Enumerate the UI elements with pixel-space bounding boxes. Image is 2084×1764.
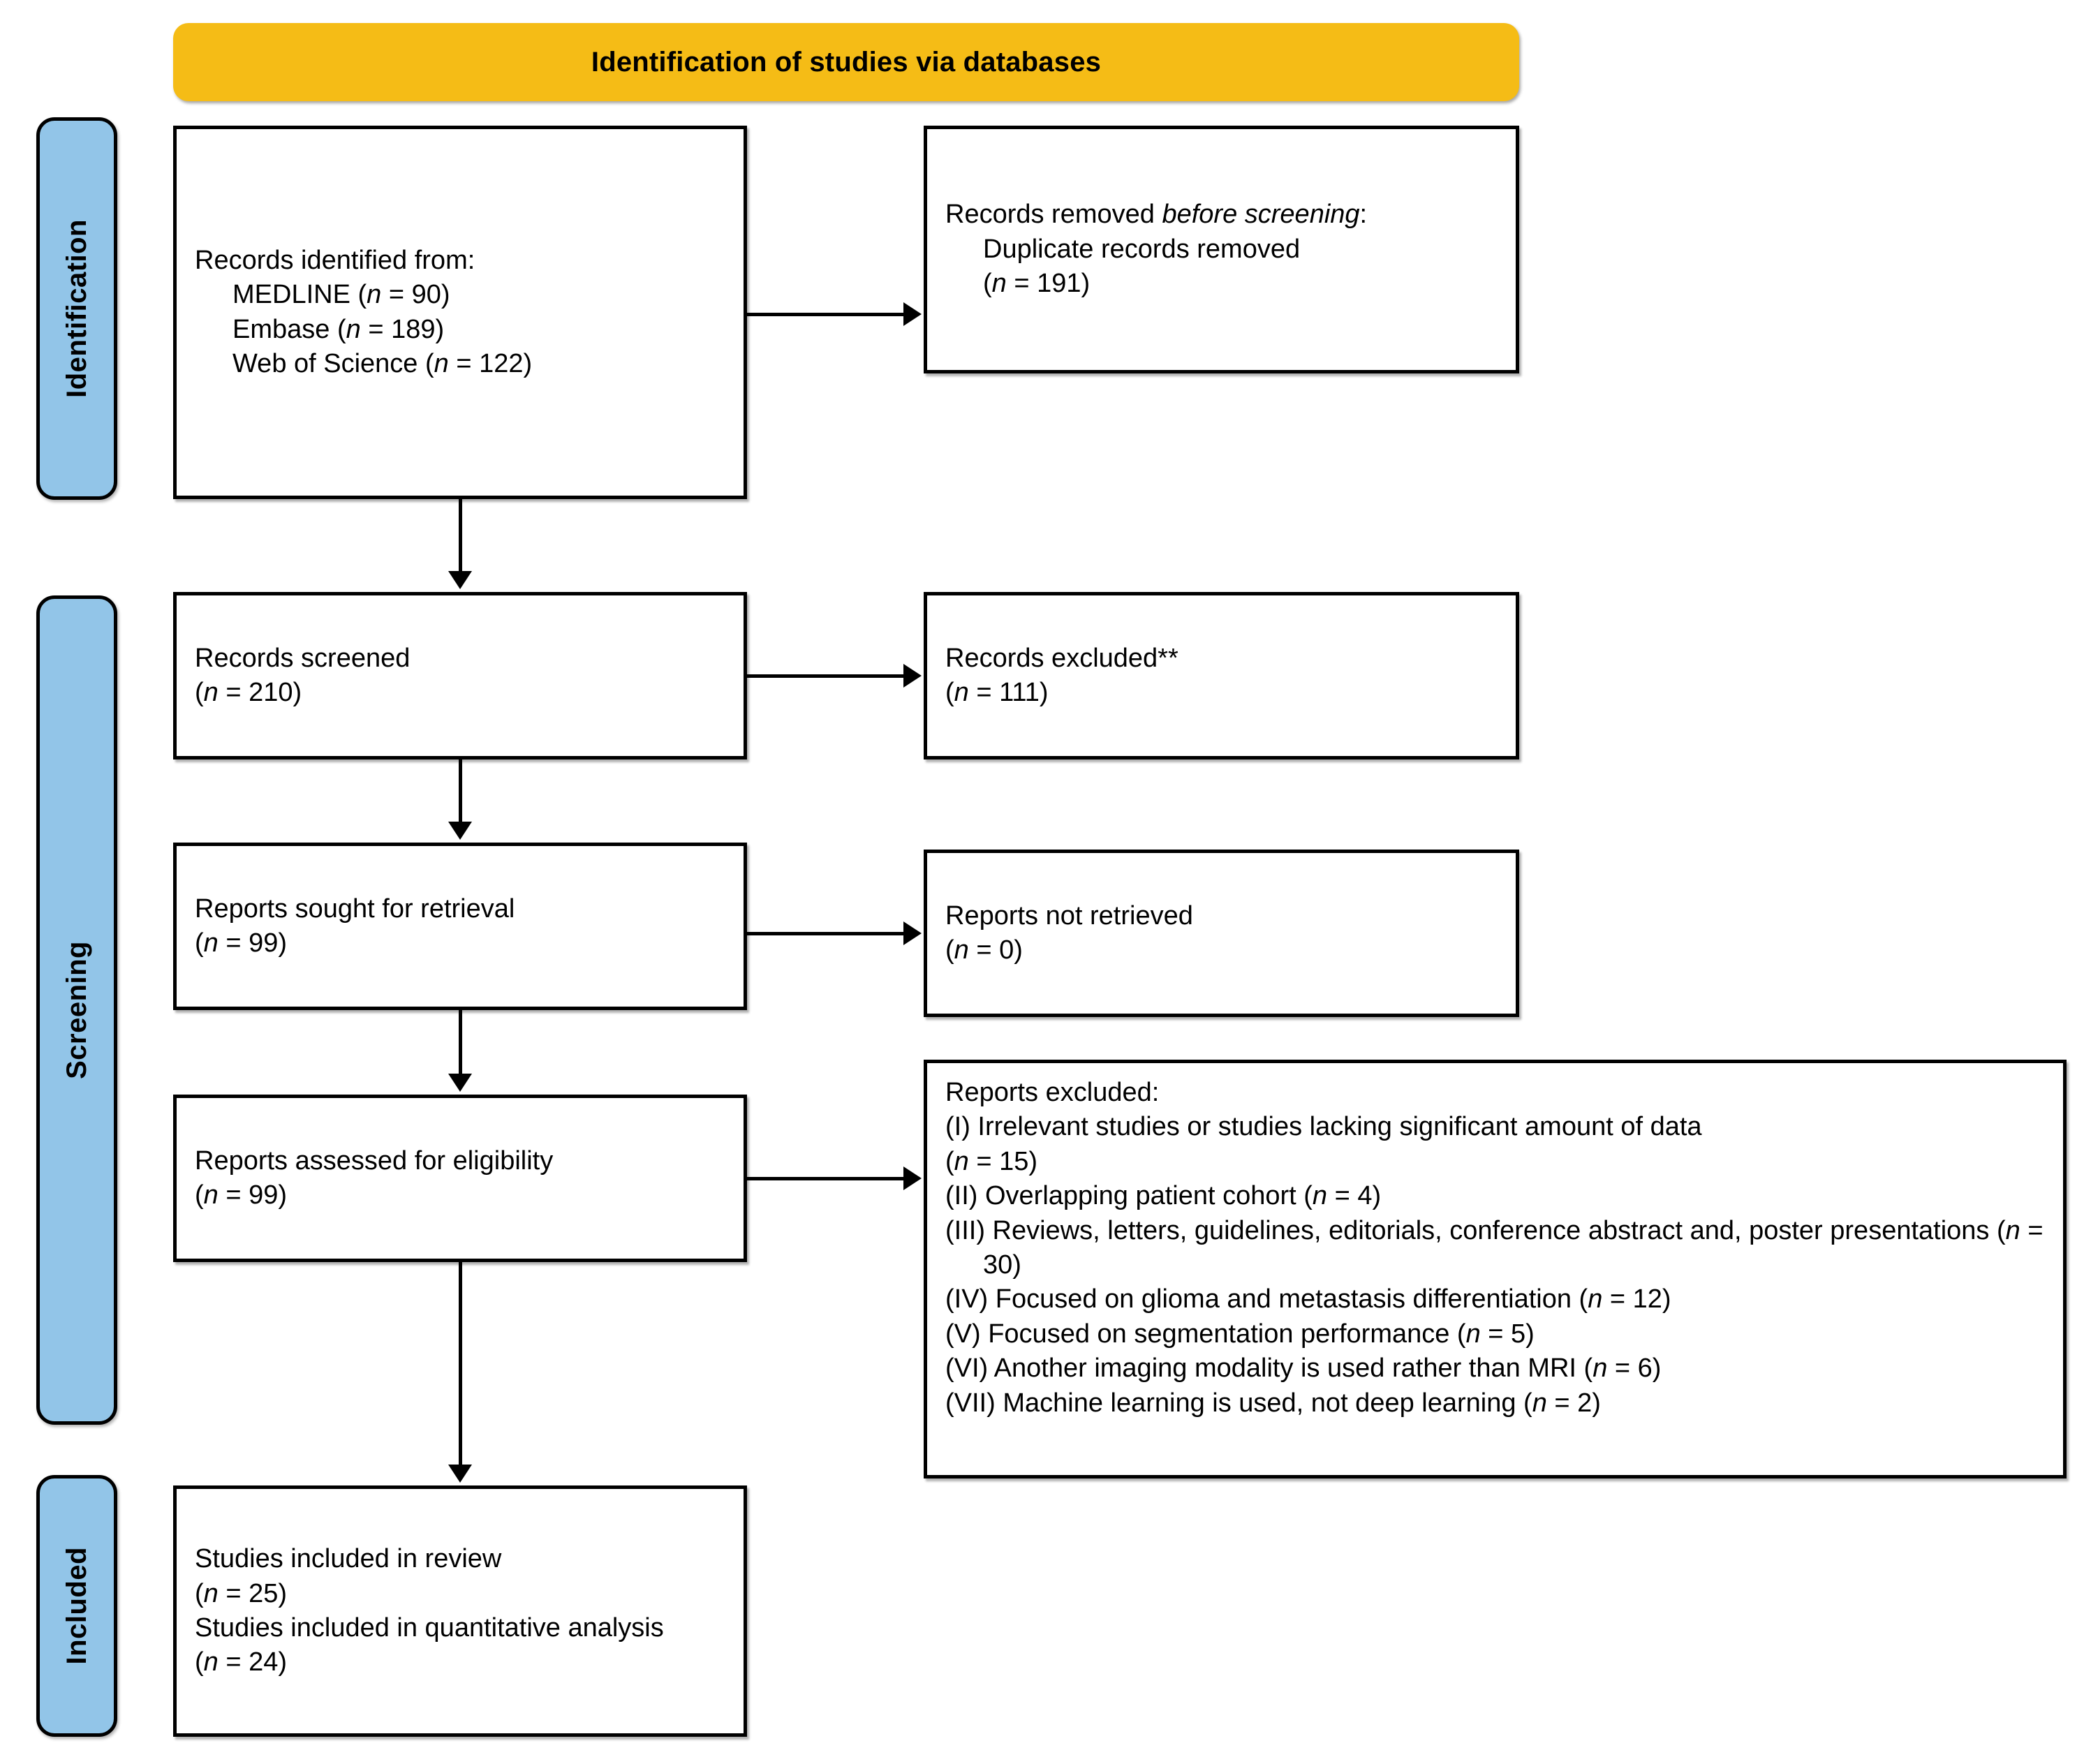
studies-included-review-count: (n = 25) bbox=[195, 1578, 288, 1608]
stage-label-identification-text: Identification bbox=[61, 219, 92, 398]
connector-sought-to-assessed bbox=[459, 1010, 462, 1077]
reports-excluded-reason: (II) Overlapping patient cohort (n = 4) bbox=[945, 1181, 1382, 1211]
box-studies-included-text: Studies included in review (n = 25) Stud… bbox=[177, 1542, 744, 1680]
reports-assessed-count: (n = 99) bbox=[195, 1180, 288, 1210]
reports-sought-count: (n = 99) bbox=[195, 928, 288, 958]
reports-excluded-heading: Reports excluded: bbox=[945, 1078, 1160, 1107]
box-records-identified-text: Records identified from: MEDLINE (n = 90… bbox=[177, 244, 744, 382]
reports-sought-label: Reports sought for retrieval bbox=[195, 894, 515, 924]
box-records-removed-text: Records removed before screening: Duplic… bbox=[927, 198, 1516, 301]
stage-label-identification: Identification bbox=[36, 117, 117, 500]
box-reports-not-retrieved-text: Reports not retrieved (n = 0) bbox=[927, 899, 1516, 968]
box-records-removed-before-screening: Records removed before screening: Duplic… bbox=[924, 126, 1519, 373]
box-reports-not-retrieved: Reports not retrieved (n = 0) bbox=[924, 850, 1519, 1017]
banner-identification-via-databases: Identification of studies via databases bbox=[173, 23, 1519, 101]
records-screened-label: Records screened bbox=[195, 643, 411, 673]
source-medline: MEDLINE (n = 90) bbox=[232, 280, 450, 310]
records-screened-count: (n = 210) bbox=[195, 678, 302, 707]
reports-excluded-reason: (I) Irrelevant studies or studies lackin… bbox=[945, 1112, 1702, 1142]
reports-excluded-reason: (III) Reviews, letters, guidelines, edit… bbox=[945, 1215, 2044, 1280]
box-records-excluded-text: Records excluded** (n = 111) bbox=[927, 642, 1516, 711]
box-records-identified: Records identified from: MEDLINE (n = 90… bbox=[173, 126, 747, 499]
stage-label-screening-text: Screening bbox=[61, 941, 92, 1079]
connector-assessed-to-reports-excluded bbox=[747, 1177, 906, 1180]
box-reports-assessed-text: Reports assessed for eligibility (n = 99… bbox=[177, 1144, 744, 1213]
reports-assessed-label: Reports assessed for eligibility bbox=[195, 1146, 554, 1176]
arrowhead-right-not-retrieved bbox=[903, 921, 922, 945]
reports-not-retrieved-count: (n = 0) bbox=[945, 935, 1023, 965]
connector-identified-to-screened bbox=[459, 499, 462, 575]
duplicate-records-removed-label: Duplicate records removed bbox=[983, 234, 1301, 264]
records-removed-heading-colon: : bbox=[1359, 200, 1368, 230]
arrowhead-right-removed bbox=[903, 302, 922, 326]
banner-title: Identification of studies via databases bbox=[591, 46, 1102, 77]
arrowhead-right-excluded bbox=[903, 664, 922, 688]
arrowhead-down-screened bbox=[448, 571, 472, 589]
records-removed-heading-plain: Records removed bbox=[945, 200, 1162, 230]
connector-sought-to-not-retrieved bbox=[747, 932, 906, 935]
arrowhead-right-reports-excluded bbox=[903, 1166, 922, 1190]
box-reports-sought-text: Reports sought for retrieval (n = 99) bbox=[177, 892, 744, 961]
arrowhead-down-included bbox=[448, 1465, 472, 1483]
connector-identified-to-removed bbox=[747, 313, 906, 316]
reports-not-retrieved-label: Reports not retrieved bbox=[945, 900, 1193, 931]
connector-screened-to-excluded bbox=[747, 674, 906, 678]
box-records-screened: Records screened (n = 210) bbox=[173, 592, 747, 759]
reports-excluded-reason-count: (n = 15) bbox=[945, 1146, 1038, 1176]
connector-screened-to-sought bbox=[459, 759, 462, 825]
reports-excluded-reason-list: (I) Irrelevant studies or studies lackin… bbox=[945, 1110, 2045, 1421]
box-records-excluded: Records excluded** (n = 111) bbox=[924, 592, 1519, 759]
records-removed-heading-italic: before screening bbox=[1162, 200, 1360, 230]
reports-excluded-reason: (IV) Focused on glioma and metastasis di… bbox=[945, 1284, 1671, 1314]
stage-label-included: Included bbox=[36, 1475, 117, 1737]
duplicate-records-removed-count: (n = 191) bbox=[983, 269, 1091, 299]
records-excluded-label: Records excluded** bbox=[945, 643, 1178, 673]
studies-included-quant-label: Studies included in quantitative analysi… bbox=[195, 1613, 664, 1643]
reports-excluded-reason: (VII) Machine learning is used, not deep… bbox=[945, 1388, 1601, 1418]
box-reports-assessed-for-eligibility: Reports assessed for eligibility (n = 99… bbox=[173, 1095, 747, 1262]
source-embase: Embase (n = 189) bbox=[232, 314, 445, 344]
connector-assessed-to-included bbox=[459, 1262, 462, 1468]
box-records-screened-text: Records screened (n = 210) bbox=[177, 642, 744, 711]
stage-label-included-text: Included bbox=[61, 1547, 92, 1665]
records-excluded-count: (n = 111) bbox=[945, 678, 1049, 707]
arrowhead-down-sought bbox=[448, 822, 472, 840]
studies-included-review-label: Studies included in review bbox=[195, 1544, 502, 1574]
source-web-of-science: Web of Science (n = 122) bbox=[232, 348, 533, 378]
box-studies-included: Studies included in review (n = 25) Stud… bbox=[173, 1485, 747, 1737]
box-reports-excluded: Reports excluded: (I) Irrelevant studies… bbox=[924, 1060, 2067, 1478]
records-identified-heading: Records identified from: bbox=[195, 245, 475, 275]
reports-excluded-reason: (V) Focused on segmentation performance … bbox=[945, 1319, 1535, 1349]
box-reports-sought-for-retrieval: Reports sought for retrieval (n = 99) bbox=[173, 843, 747, 1010]
studies-included-quant-count: (n = 24) bbox=[195, 1647, 288, 1677]
stage-label-screening: Screening bbox=[36, 595, 117, 1425]
box-reports-excluded-text: Reports excluded: (I) Irrelevant studies… bbox=[927, 1063, 2063, 1421]
records-removed-heading: Records removed before screening: bbox=[945, 200, 1367, 229]
arrowhead-down-assessed bbox=[448, 1074, 472, 1092]
reports-excluded-reason: (VI) Another imaging modality is used ra… bbox=[945, 1354, 1662, 1384]
